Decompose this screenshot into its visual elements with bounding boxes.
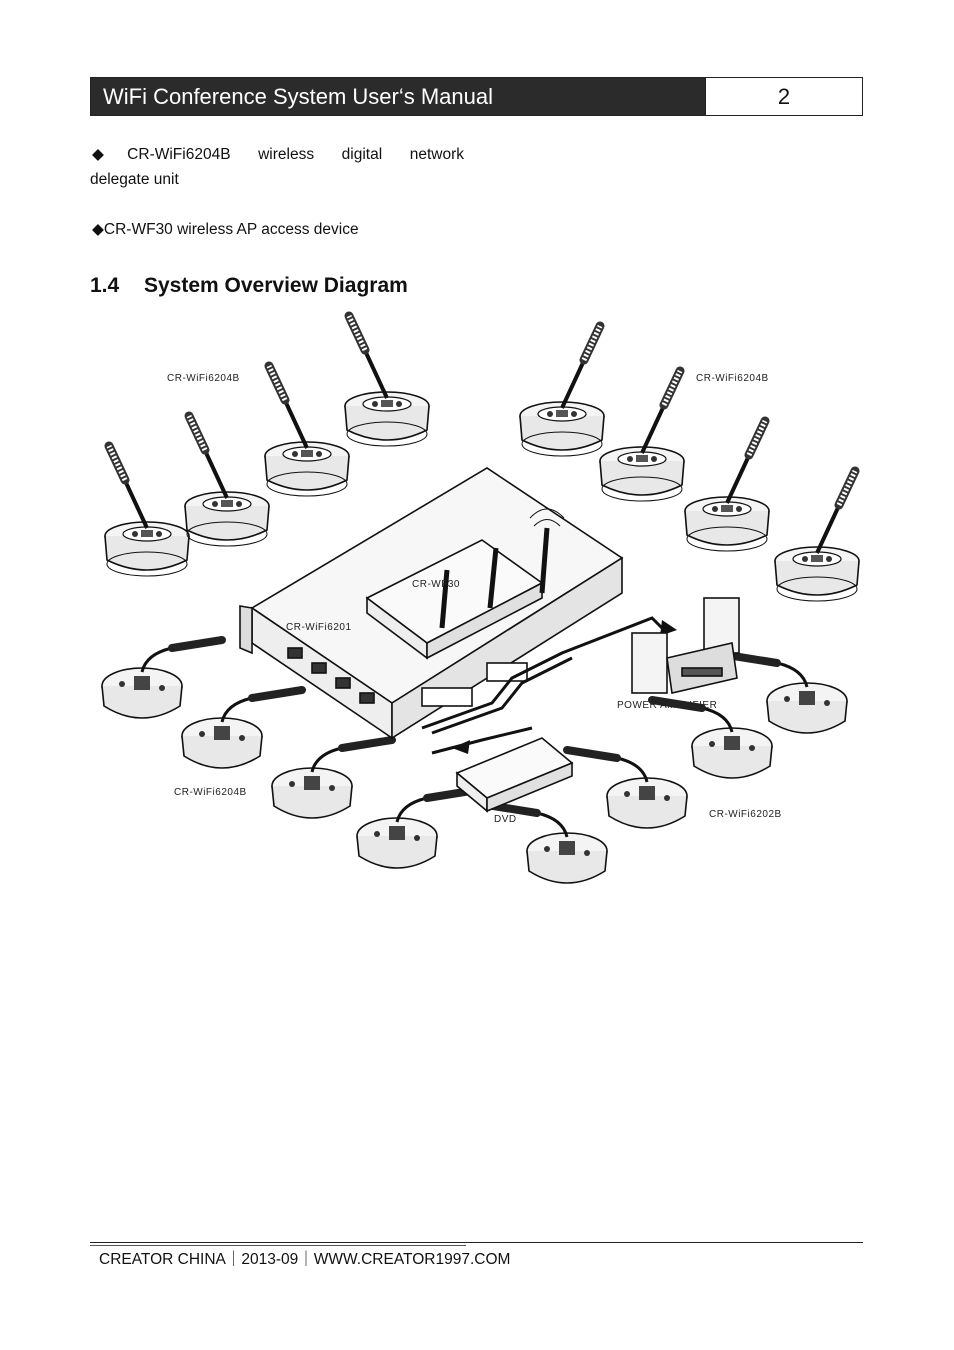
gooseneck-mic-icon — [652, 700, 772, 778]
signal-cables-icon — [421, 616, 664, 755]
gooseneck-mic-icon — [727, 655, 847, 733]
section-heading: 1.4 System Overview Diagram — [90, 274, 408, 298]
label-dvd: DVD — [494, 814, 517, 825]
power-amplifier-icon — [631, 597, 740, 694]
label-amplifier: POWER AMPLIFIER — [617, 700, 717, 711]
delegate-mic-icon — [345, 316, 429, 446]
dvd-player-icon — [455, 737, 574, 813]
delegate-mic-icon — [775, 471, 859, 601]
label-top-right: CR-WiFi6204B — [696, 373, 769, 384]
delegate-mic-icon — [520, 326, 604, 456]
page-header: WiFi Conference System User‘s Manual 2 — [90, 77, 863, 116]
page-number: 2 — [705, 78, 862, 115]
bullet-item-delegate-unit-cont: delegate unit — [90, 171, 179, 188]
delegate-mic-icon — [265, 366, 349, 496]
label-top-left: CR-WiFi6204B — [167, 373, 240, 384]
ap-device-icon — [365, 508, 565, 660]
section-title: System Overview Diagram — [144, 274, 408, 297]
manual-title: WiFi Conference System User‘s Manual — [91, 78, 705, 115]
gooseneck-mic-icon — [567, 750, 687, 828]
section-number: 1.4 — [90, 274, 120, 297]
bullet-item-ap-device: ◆CR-WF30 wireless AP access device — [92, 221, 359, 238]
gooseneck-mic-icon — [182, 690, 302, 768]
delegate-mic-icon — [685, 421, 769, 551]
delegate-mic-icon — [600, 371, 684, 501]
label-bottom-right: CR-WiFi6202B — [709, 809, 782, 820]
label-host: CR-WiFi6201 — [286, 622, 352, 633]
gooseneck-mic-icon — [102, 640, 222, 718]
delegate-mic-icon — [105, 446, 189, 576]
label-ap: CR-WF30 — [412, 579, 460, 590]
system-overview-diagram: CR-WiFi6204B CR-WiFi6204B CR-WF30 CR-WiF… — [92, 308, 864, 890]
gooseneck-mic-icon — [272, 740, 392, 818]
bullet-item-delegate-unit: ◆CR-WiFi6204B wireless digital network — [92, 146, 464, 163]
footer-divider — [90, 1242, 863, 1243]
gooseneck-mic-icon — [357, 790, 477, 868]
label-bottom-left: CR-WiFi6204B — [174, 787, 247, 798]
footer-text: CREATOR CHINA｜2013-09｜WWW.CREATOR1997.CO… — [99, 1251, 511, 1268]
footer-divider-secondary — [90, 1245, 466, 1246]
delegate-mic-icon — [185, 416, 269, 546]
